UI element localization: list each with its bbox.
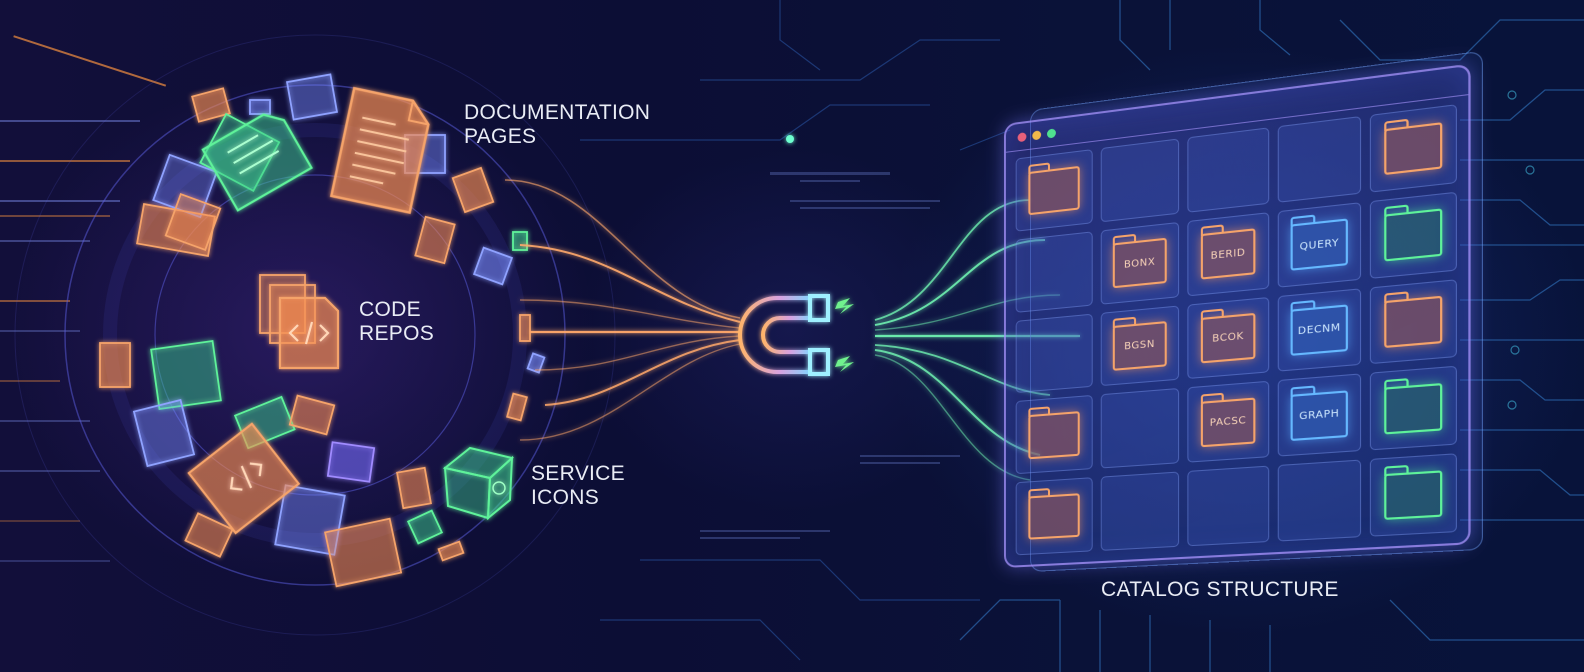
catalog-window: BONX BERID QUERY BGSN BCOK DECNM PACSC GRAPH — [1004, 63, 1471, 568]
catalog-cell — [1015, 395, 1093, 475]
document-icon — [329, 86, 430, 215]
folder-icon — [1384, 470, 1443, 521]
cube-icon — [442, 446, 515, 521]
code-repos-label: CODE REPOS — [359, 298, 435, 345]
folder-icon: PACSC — [1200, 397, 1256, 447]
catalog-cell: GRAPH — [1277, 373, 1362, 457]
catalog-cell — [1015, 231, 1093, 313]
catalog-cell — [1370, 366, 1457, 451]
catalog-cell: PACSC — [1187, 381, 1269, 463]
catalog-cell — [1370, 104, 1457, 193]
code-file-icon — [259, 274, 340, 370]
catalog-grid: BONX BERID QUERY BGSN BCOK DECNM PACSC GRAPH — [1015, 104, 1457, 556]
catalog-cell: BERID — [1187, 211, 1269, 296]
folder-icon — [1384, 382, 1443, 435]
catalog-cell — [1370, 453, 1457, 537]
window-maximize-dot — [1047, 127, 1056, 139]
folder-icon — [1384, 121, 1443, 176]
window-close-dot — [1017, 131, 1027, 142]
catalog-cell — [1100, 138, 1180, 223]
folder-icon: BGSN — [1113, 321, 1167, 371]
catalog-cell — [1100, 388, 1180, 469]
folder-icon — [1027, 165, 1080, 216]
catalog-cell — [1015, 313, 1093, 394]
catalog-cell — [1015, 149, 1093, 232]
documentation-pages-label: DOCUMENTATION PAGES — [464, 101, 651, 148]
catalog-cell: DECNM — [1277, 287, 1362, 373]
catalog-cell — [1370, 191, 1457, 279]
folder-icon: BCOK — [1200, 313, 1256, 364]
catalog-cell — [1100, 471, 1180, 551]
folder-icon — [1027, 492, 1080, 541]
catalog-cell — [1187, 127, 1269, 213]
catalog-cell — [1015, 477, 1093, 556]
catalog-cell — [1187, 465, 1269, 547]
lightning-icon — [835, 298, 854, 372]
catalog-cell — [1277, 115, 1362, 203]
folder-icon: BONX — [1113, 238, 1167, 289]
folder-icon — [1384, 295, 1443, 348]
folder-icon — [1384, 208, 1443, 262]
folder-icon: GRAPH — [1291, 390, 1348, 441]
catalog-cell: BCOK — [1187, 296, 1269, 380]
magnet-icon — [722, 280, 862, 390]
service-icons-label: SERVICE ICONS — [531, 462, 625, 509]
window-minimize-dot — [1032, 129, 1042, 140]
catalog-structure-label: CATALOG STRUCTURE — [1101, 578, 1339, 601]
catalog-cell — [1277, 459, 1362, 542]
catalog-cell: QUERY — [1277, 201, 1362, 288]
folder-icon: DECNM — [1291, 304, 1348, 356]
catalog-cell — [1370, 278, 1457, 365]
folder-icon: QUERY — [1291, 218, 1348, 271]
catalog-cell: BONX — [1100, 221, 1180, 305]
catalog-cell: BGSN — [1100, 305, 1180, 387]
folder-icon — [1027, 411, 1080, 459]
folder-icon: BERID — [1200, 228, 1256, 280]
